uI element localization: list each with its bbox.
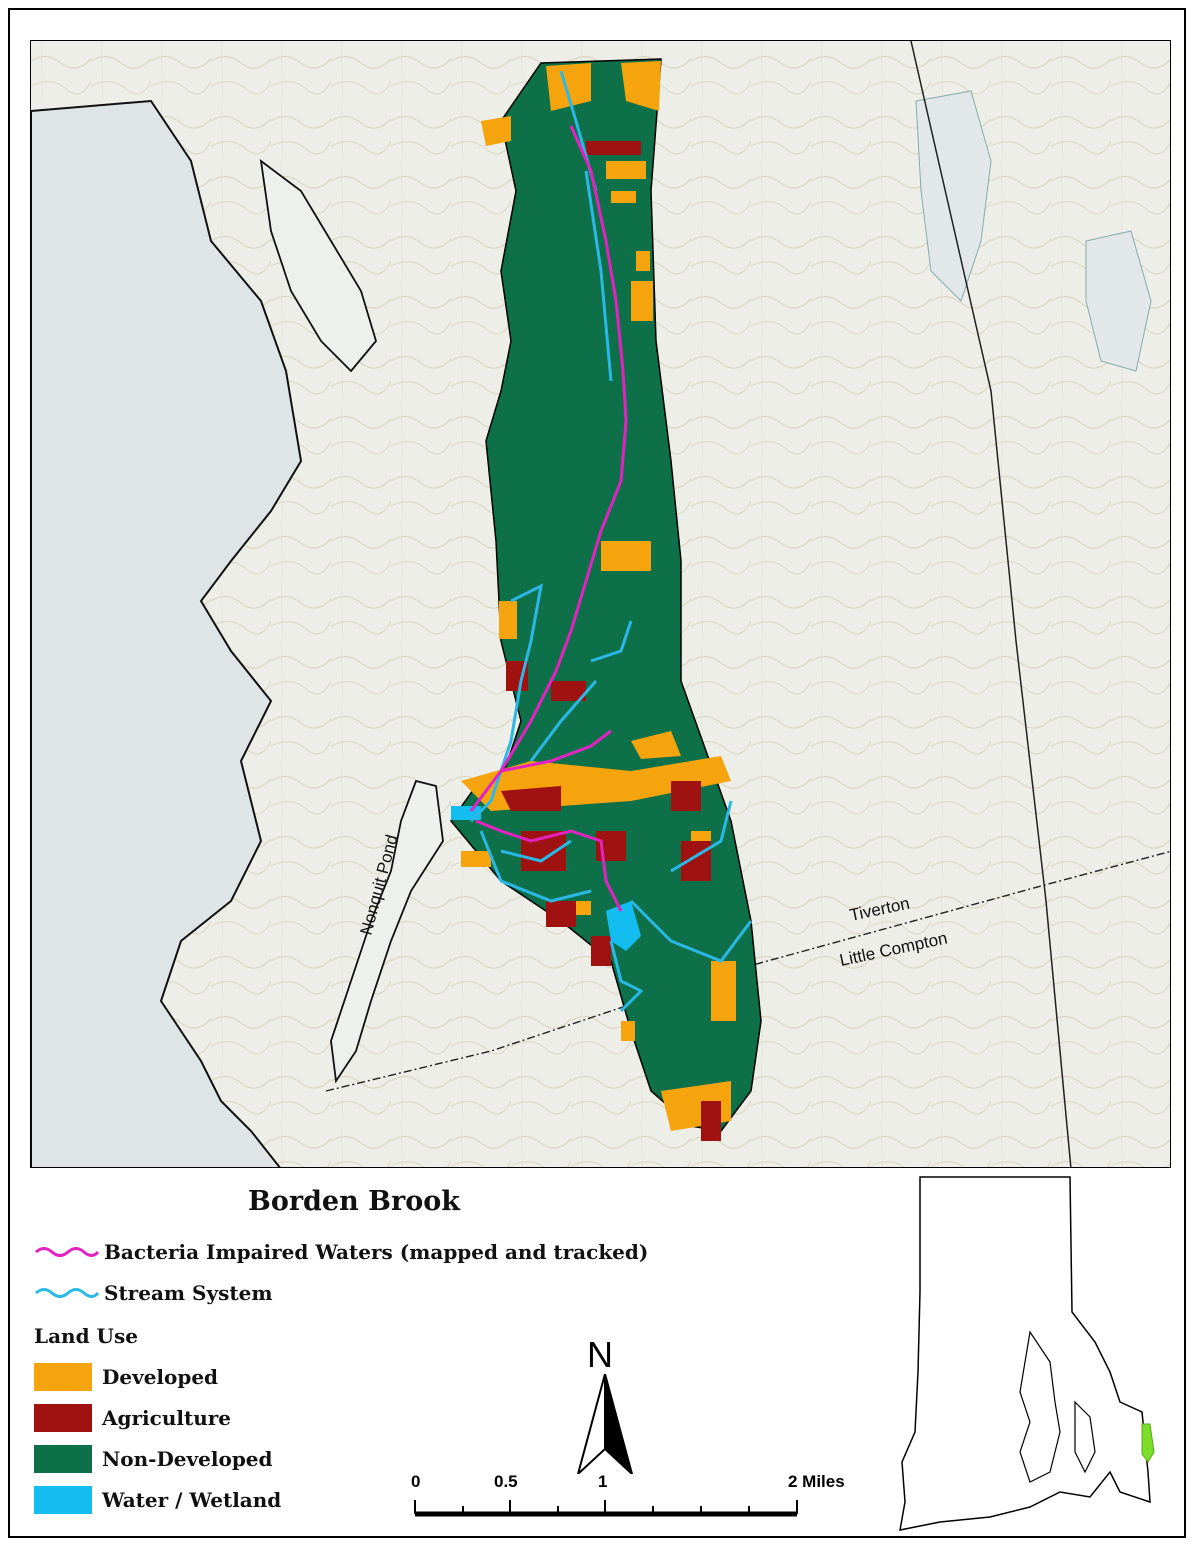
- north-label: N: [587, 1334, 613, 1375]
- legend-bacteria-impaired: Bacteria Impaired Waters (mapped and tra…: [34, 1240, 648, 1264]
- north-arrow-icon: [576, 1374, 634, 1474]
- rhode-island-inset-map: [899, 1176, 1155, 1531]
- legend-agriculture: Agriculture: [34, 1404, 231, 1432]
- legend-stream-system: Stream System: [34, 1281, 272, 1305]
- state-boundary: [910, 41, 1072, 1167]
- non-developed-swatch: [34, 1445, 92, 1473]
- map-title: Borden Brook: [248, 1186, 460, 1217]
- map-view[interactable]: Tiverton Little Compton Nonquit Pond: [30, 40, 1171, 1168]
- water-wetland-area: [451, 806, 481, 820]
- blue-wavy-line-icon: [35, 1288, 100, 1298]
- legend-label: Developed: [102, 1365, 219, 1389]
- scale-label-0: 0: [411, 1472, 421, 1491]
- nonquit-pond: [330, 779, 444, 1084]
- map-canvas: Tiverton Little Compton Nonquit Pond: [31, 41, 1170, 1167]
- legend-label: Agriculture: [102, 1406, 231, 1430]
- pink-wavy-line-icon: [35, 1247, 100, 1257]
- nonquaker-pond: [259, 158, 378, 373]
- legend-label: Bacteria Impaired Waters (mapped and tra…: [104, 1240, 649, 1264]
- narragansett-bay: [1019, 1330, 1061, 1483]
- water-wetland-swatch: [34, 1486, 92, 1514]
- legend-water-wetland: Water / Wetland: [34, 1486, 281, 1514]
- legend-label: Non-Developed: [102, 1447, 273, 1471]
- legend-non-developed: Non-Developed: [34, 1445, 273, 1473]
- scale-label-0-5: 0.5: [494, 1472, 518, 1491]
- scale-bar: [414, 1500, 798, 1517]
- legend-land-use-heading: Land Use: [34, 1324, 138, 1348]
- stream-system: [469, 70, 753, 1013]
- legend-label: Water / Wetland: [102, 1488, 282, 1512]
- legend-developed: Developed: [34, 1363, 218, 1391]
- rhode-island-outline: [899, 1176, 1151, 1531]
- bacteria-impaired-stream: [469, 125, 628, 912]
- river-water: [31, 99, 303, 1167]
- scale-label-1: 1: [598, 1472, 608, 1491]
- agriculture-swatch: [34, 1404, 92, 1432]
- legend-label: Stream System: [104, 1281, 273, 1305]
- devol-pond: [1085, 230, 1152, 372]
- aquidneck-island: [1074, 1400, 1096, 1474]
- developed-swatch: [34, 1363, 92, 1391]
- water-wetland-area: [606, 901, 641, 951]
- scale-label-2-miles: 2 Miles: [788, 1472, 845, 1491]
- study-area-highlight: [1141, 1423, 1155, 1463]
